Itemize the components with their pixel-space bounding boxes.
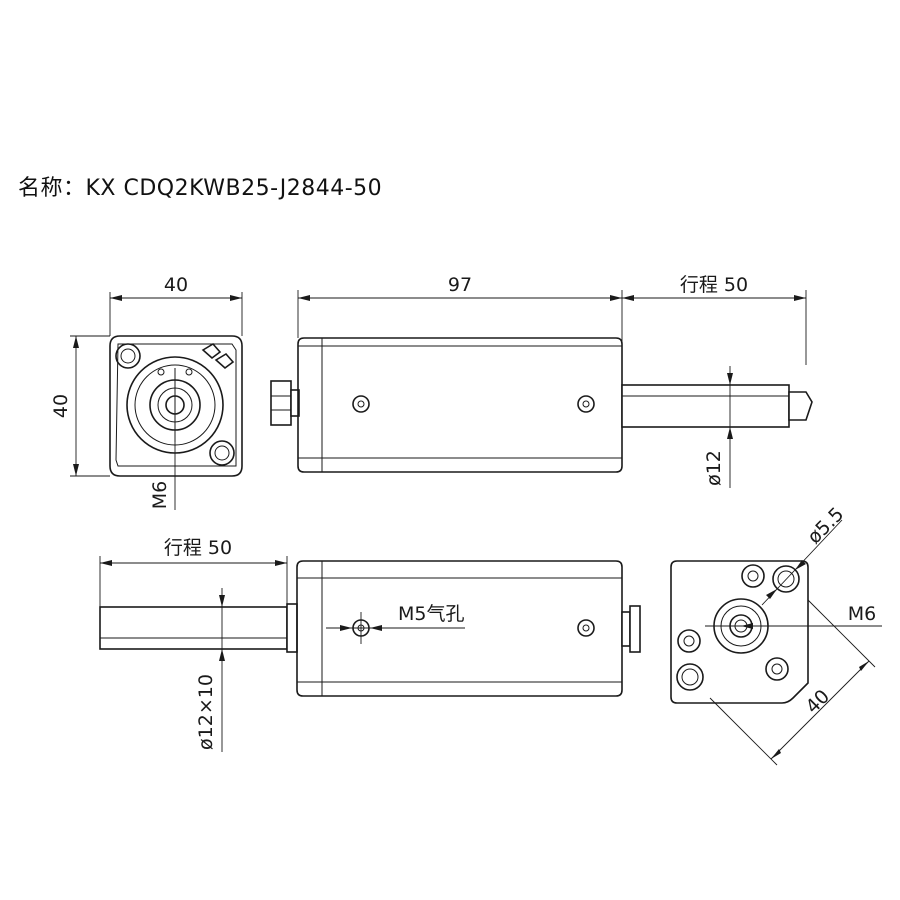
stroke-top-label: 行程 50 (680, 274, 748, 296)
rod-diameter-label: ø12 (703, 450, 725, 486)
rear-view (670, 560, 809, 704)
side-view-bottom (99, 560, 641, 697)
stroke-bottom-label: 行程 50 (164, 537, 232, 559)
dim-body-length (297, 290, 623, 385)
rear-thread-label: M6 (848, 603, 876, 625)
dim-rear-width (709, 599, 876, 766)
rod-across-label: ø12×10 (195, 674, 217, 750)
dim-stroke-top (622, 290, 807, 365)
front-view (109, 335, 243, 477)
dim-rod-across (219, 588, 225, 752)
drawing-title: 名称：KX CDQ2KWB25-J2844-50 (18, 176, 383, 201)
side-view-top (270, 337, 813, 473)
dim-front-height (70, 335, 110, 477)
dim-rear-thread (705, 623, 882, 629)
port-leader (326, 612, 465, 644)
front-height-label: 40 (50, 394, 72, 418)
hole-diameter-label: ø5.5 (803, 503, 848, 548)
front-width-label: 40 (164, 274, 188, 296)
dim-rod-diameter (727, 366, 733, 488)
front-thread-label: M6 (149, 481, 171, 509)
body-length-label: 97 (448, 274, 472, 296)
dim-stroke-bottom (99, 556, 288, 607)
port-label: M5气孔 (398, 603, 464, 625)
rear-width-label: 40 (801, 685, 834, 718)
dim-front-width (109, 292, 243, 336)
dim-hole-diameter (761, 519, 843, 606)
